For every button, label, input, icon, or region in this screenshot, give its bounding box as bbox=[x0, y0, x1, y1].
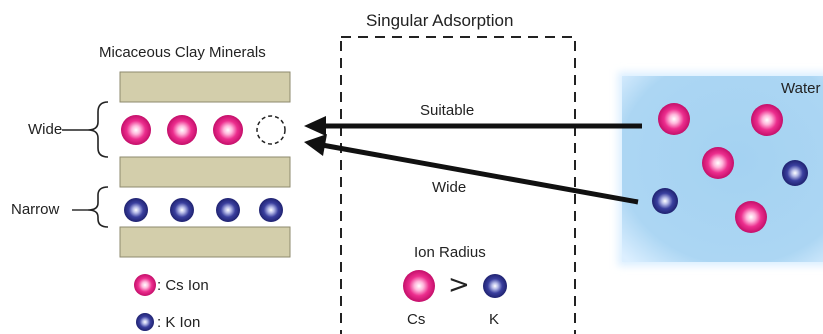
k-ion bbox=[259, 198, 283, 222]
comparison-symbol: > bbox=[448, 270, 470, 300]
vacancy-dashed-circle-icon bbox=[256, 115, 286, 145]
legend-cs-icon bbox=[134, 274, 156, 296]
cs-ion bbox=[403, 270, 435, 302]
cs-ion bbox=[167, 115, 197, 145]
wide-arrow bbox=[304, 134, 639, 205]
narrow-brace bbox=[87, 186, 109, 228]
cs-ion bbox=[213, 115, 243, 145]
water-label: Water bbox=[781, 80, 821, 97]
singular-adsorption-title: Singular Adsorption bbox=[366, 11, 514, 30]
legend-cs-text: : Cs Ion bbox=[157, 277, 209, 294]
clay-layer-1 bbox=[119, 71, 291, 103]
wide-brace bbox=[87, 101, 109, 158]
cs-radius-label: Cs bbox=[407, 311, 426, 328]
legend-k-icon bbox=[136, 313, 154, 331]
k-ion bbox=[170, 198, 194, 222]
suitable-arrow-label: Suitable bbox=[420, 102, 475, 119]
legend-k-text: : K Ion bbox=[157, 314, 201, 331]
wide-arrow-label: Wide bbox=[432, 179, 467, 196]
water-ions bbox=[652, 103, 808, 233]
wide-interlayer-ions bbox=[121, 115, 286, 145]
cs-ion bbox=[702, 147, 734, 179]
cs-ion bbox=[735, 201, 767, 233]
ion-radius-comparison bbox=[403, 270, 507, 302]
cs-ion bbox=[751, 104, 783, 136]
k-ion bbox=[216, 198, 240, 222]
suitable-arrow bbox=[304, 116, 642, 136]
k-ion bbox=[483, 274, 507, 298]
clay-layer-2 bbox=[119, 156, 291, 188]
k-ion bbox=[124, 198, 148, 222]
k-radius-label: K bbox=[489, 311, 500, 328]
k-ion bbox=[652, 188, 678, 214]
k-ion bbox=[782, 160, 808, 186]
clay-minerals-label: Micaceous Clay Minerals bbox=[99, 44, 266, 61]
cs-ion bbox=[658, 103, 690, 135]
singular-adsorption-box bbox=[340, 36, 576, 334]
narrow-label: Narrow bbox=[11, 201, 60, 218]
wide-label: Wide bbox=[28, 121, 63, 138]
narrow-interlayer-ions bbox=[124, 198, 283, 222]
clay-layer-3 bbox=[119, 226, 291, 258]
clay-layers bbox=[119, 71, 291, 258]
cs-ion bbox=[121, 115, 151, 145]
ion-radius-title: Ion Radius bbox=[414, 244, 486, 261]
